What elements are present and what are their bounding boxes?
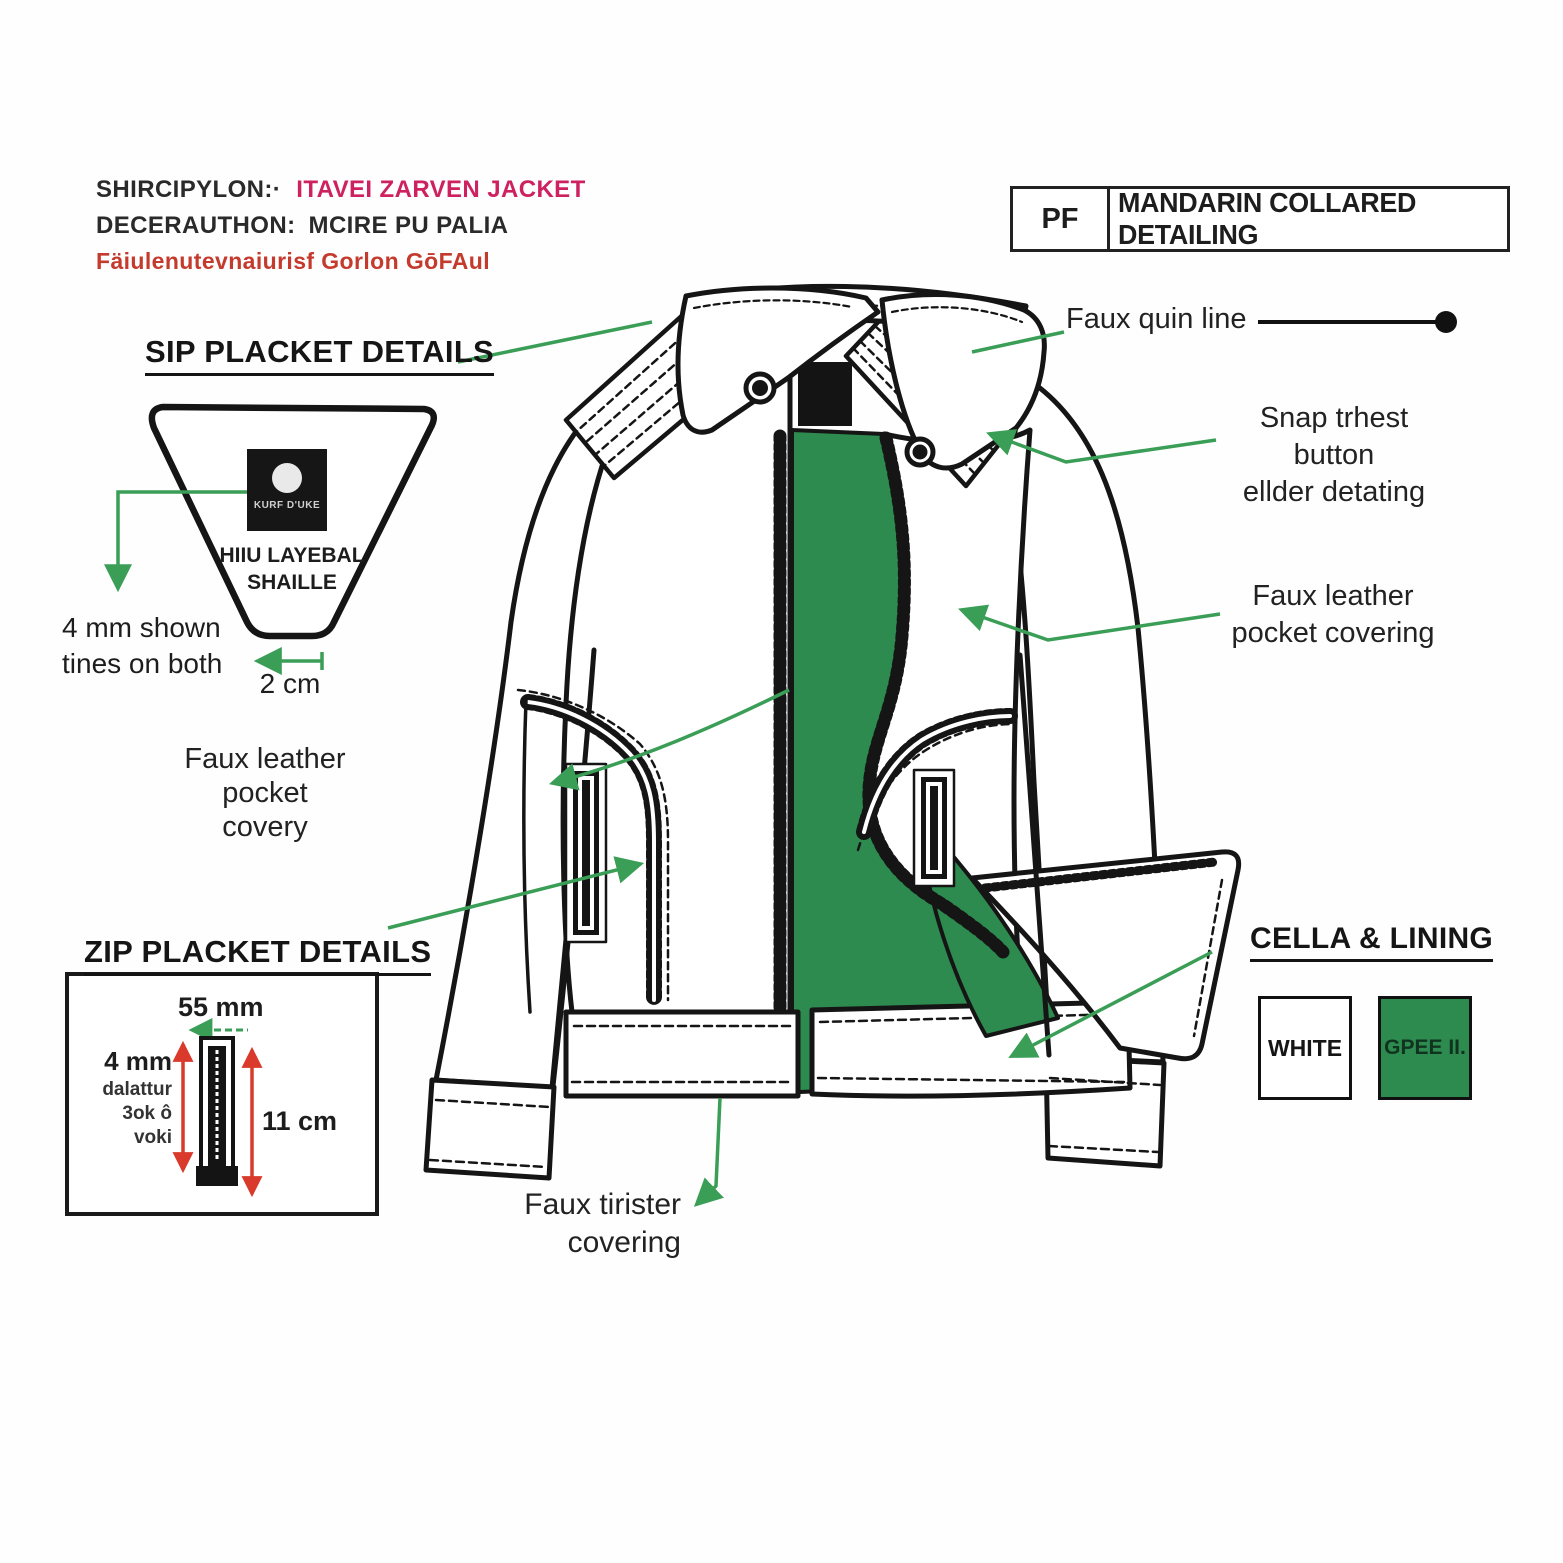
hem-callout-line2: covering (567, 1226, 681, 1259)
quin-callout: Faux quin line (1066, 303, 1247, 335)
swatch-white-label: WHITE (1267, 1034, 1343, 1061)
zip-left-note-1: dalattur (102, 1079, 172, 1100)
leader-hem (693, 1097, 724, 1207)
left-hem-band (563, 1009, 801, 1099)
left-pocket-callout-line2: pocket covery (222, 777, 308, 843)
spec-line-1: SHIRCIPYLON:· ITAVEI ZARVEN JACKET (96, 176, 586, 204)
spec-line-1-label: SHIRCIPYLON:· (96, 176, 282, 203)
zip-placket-detail-box (65, 972, 379, 1216)
spec-line-3: Fäiulenutevnaiurisf Gorlon GōFAul (96, 248, 491, 274)
jacket-group (423, 283, 1242, 1181)
collar-detail-heading: SIP PLACKET DETAILS (145, 334, 495, 376)
spec-line-2-value: MCIRE PU PALIA (308, 212, 509, 239)
right-pocket (856, 708, 1018, 888)
snap-callout-line1: Snap trhest button (1259, 402, 1409, 471)
left-collar (675, 285, 881, 435)
hem-callout-line1: Faux tirister (524, 1188, 681, 1221)
hem-callout: Faux tirister covering (516, 1186, 681, 1262)
leader-zip-placket (387, 856, 645, 930)
collar-label-line1: HIIU LAYEBAL (219, 544, 365, 567)
left-pocket-callout: Faux leather pocket covery (178, 742, 352, 844)
snap-callout-line2: ellder detating (1242, 476, 1426, 508)
leader-snap-button (986, 429, 1217, 464)
brand-patch-logo (272, 463, 302, 493)
leader-right-pocket (958, 604, 1221, 642)
collar-note: 4 mm shown tines on both (62, 610, 222, 682)
leader-collar-detail (457, 320, 653, 364)
leader-label-patch (104, 490, 247, 593)
collar-note-line1: 4 mm shown (62, 612, 221, 643)
neck-label (798, 362, 852, 426)
lining-heading: CELLA & LINING (1250, 922, 1494, 962)
title-box-title: MANDARIN COLLARED DETAILING (1117, 187, 1417, 250)
right-collar (879, 292, 1047, 471)
snap-callout: Snap trhest button ellder detating (1218, 400, 1450, 511)
left-pocket-callout-line1: Faux leather (184, 743, 346, 775)
right-pocket-callout-line1: Faux leather (1252, 580, 1414, 612)
leader-left-pocket (548, 688, 790, 791)
right-hem-band (809, 999, 1133, 1099)
collar-label-detail (148, 403, 437, 640)
left-pocket (516, 688, 670, 1014)
zip-right-measure: 11 cm (262, 1106, 338, 1136)
collar-label-text: HIIU LAYEBAL SHAILLE (212, 542, 372, 596)
collar-width-label: 2 cm (259, 668, 321, 699)
zip-left-note-3: voki (133, 1127, 172, 1148)
leader-quin (971, 330, 1065, 354)
spec-line-2-label: DECERAUTHON: (96, 212, 296, 239)
zip-left-note: dalattur 3ok ô voki (86, 1078, 172, 1150)
spec-line-1-value: ITAVEI ZARVEN JACKET (296, 176, 586, 203)
zip-left-note-2: 3ok ô (122, 1103, 172, 1124)
right-edge-zipper-tape (862, 431, 1010, 959)
brand-patch-text: KURF D'UKE (253, 500, 321, 511)
quin-line-graphic (1258, 311, 1457, 333)
zip-detail-heading: ZIP PLACKET DETAILS (84, 934, 432, 976)
right-pocket-callout: Faux leather pocket covering (1218, 578, 1448, 652)
collar-note-line2: tines on both (62, 648, 223, 679)
zip-top-measure: 55 mm (178, 992, 264, 1022)
swatch-green-label: GPEE II. (1384, 1036, 1466, 1059)
zip-left-measure: 4 mm (104, 1046, 172, 1076)
title-box-code: PF (1013, 189, 1110, 249)
right-pocket-callout-line2: pocket covering (1231, 617, 1435, 649)
spec-line-2: DECERAUTHON: MCIRE PU PALIA (96, 212, 508, 240)
collar-label-line2: SHAILLE (247, 571, 337, 594)
leader-lining (1008, 950, 1213, 1058)
swatch-white: WHITE (1258, 996, 1352, 1100)
swatch-green: GPEE II. (1378, 996, 1472, 1100)
title-box: PF MANDARIN COLLARED DETAILING (1010, 186, 1510, 252)
leader-lines (104, 320, 1221, 1207)
